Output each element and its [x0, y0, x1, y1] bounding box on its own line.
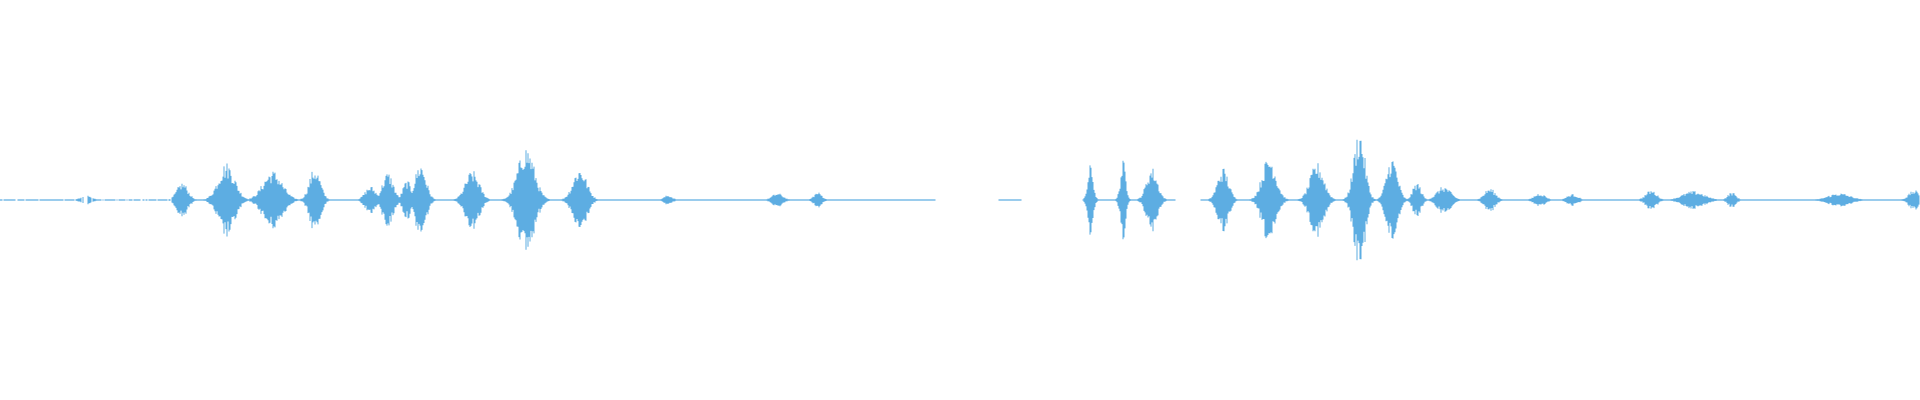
waveform-trace: [0, 139, 1920, 261]
waveform-path: [0, 139, 1920, 261]
